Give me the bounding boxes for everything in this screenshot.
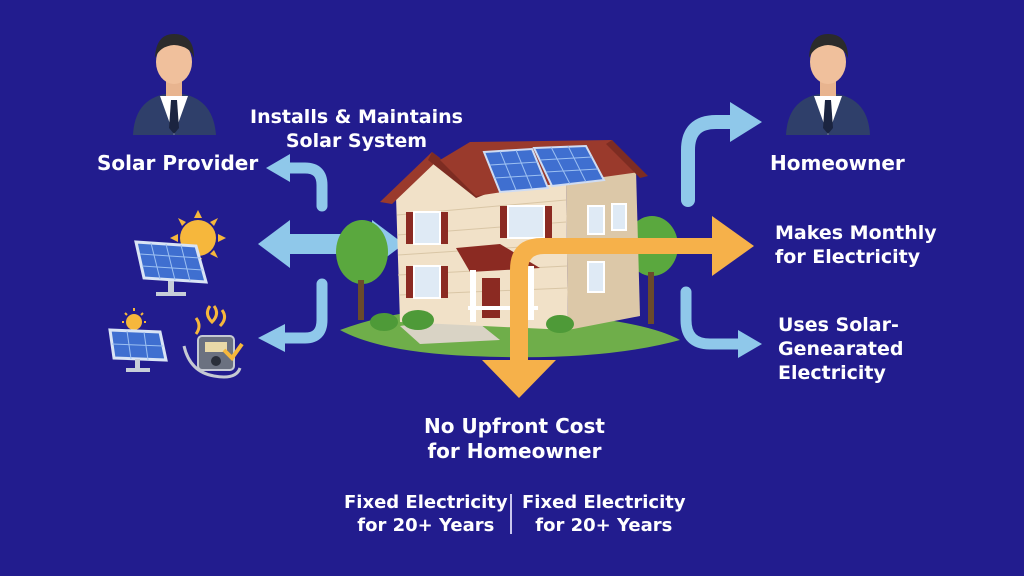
solar-elec-line-1: Uses Solar- bbox=[778, 314, 899, 336]
fixed-electricity-label-right: Fixed Electricity for 20+ Years bbox=[522, 492, 686, 537]
solar-elec-line-2: Genearated bbox=[778, 337, 904, 360]
orange-payment-arrow bbox=[482, 216, 754, 398]
fixed-b-line-1: Fixed Electricity bbox=[522, 492, 686, 513]
solar-provider-label: Solar Provider bbox=[97, 151, 259, 175]
fixed-b-line-2: for 20+ Years bbox=[535, 514, 673, 536]
fixed-a-line-1: Fixed Electricity bbox=[344, 492, 508, 513]
electric-meter-icon bbox=[182, 305, 244, 379]
installs-line-1: Installs & Maintains bbox=[250, 106, 463, 128]
no-upfront-cost-label: No Upfront Cost for Homeowner bbox=[424, 414, 605, 464]
fixed-electricity-label-left: Fixed Electricity for 20+ Years bbox=[344, 492, 508, 537]
upfront-line-2: for Homeowner bbox=[427, 439, 602, 463]
uses-solar-electricity-label: Uses Solar- Genearated Electricity bbox=[778, 314, 903, 385]
fixed-a-line-2: for 20+ Years bbox=[357, 514, 495, 536]
blue-arrow-up-to-homeowner bbox=[681, 102, 762, 207]
installs-maintains-label: Installs & Maintains Solar System bbox=[250, 106, 463, 154]
solar-panel-small-icon bbox=[108, 308, 168, 372]
upfront-line-1: No Upfront Cost bbox=[424, 414, 605, 438]
blue-arrow-up-to-provider bbox=[266, 154, 328, 212]
blue-arrow-down-to-equipment bbox=[258, 278, 328, 352]
solar-panel-sun-icon bbox=[134, 210, 226, 296]
homeowner-avatar-icon bbox=[786, 34, 870, 135]
makes-monthly-label: Makes Monthly for Electricity bbox=[775, 222, 937, 270]
fixed-electricity-divider bbox=[510, 494, 512, 534]
monthly-line-1: Makes Monthly bbox=[775, 222, 937, 244]
installs-line-2: Solar System bbox=[285, 129, 428, 152]
monthly-line-2: for Electricity bbox=[775, 245, 921, 268]
solar-elec-line-3: Electricity bbox=[778, 361, 886, 384]
blue-arrow-down-to-solar-electricity bbox=[680, 286, 762, 358]
solar-provider-avatar-icon bbox=[133, 34, 216, 135]
homeowner-label: Homeowner bbox=[770, 151, 905, 175]
